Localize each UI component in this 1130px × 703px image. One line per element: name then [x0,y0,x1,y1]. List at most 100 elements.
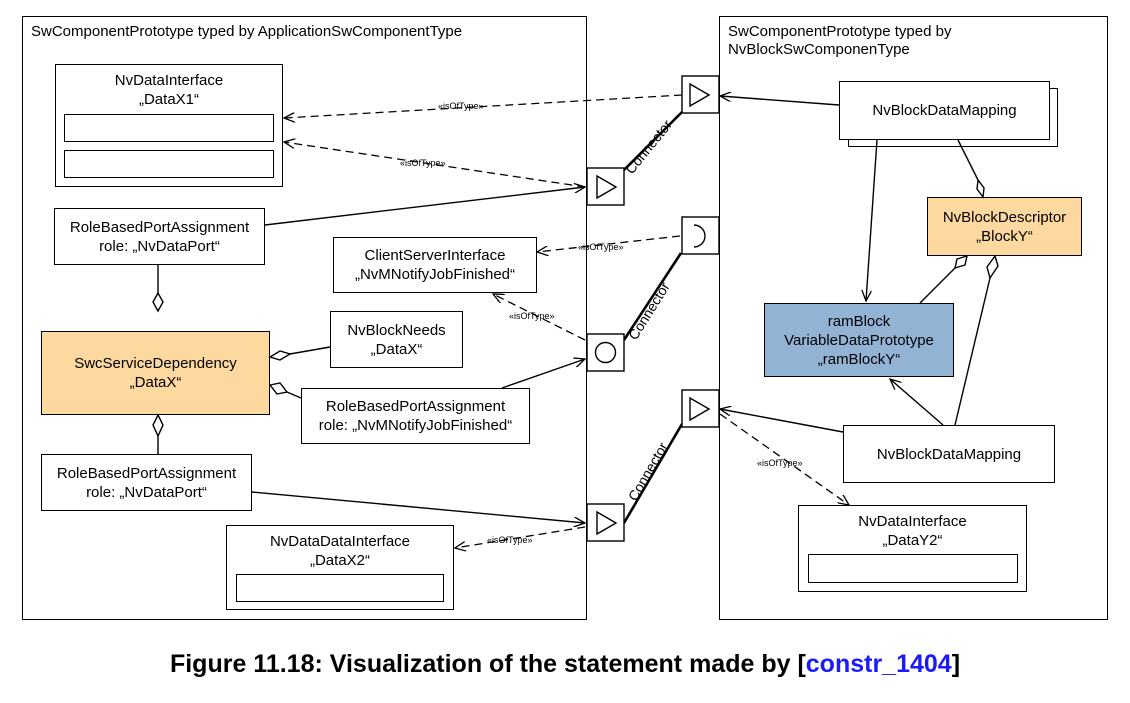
aggregation-ramblock [919,267,956,304]
attribute-compartment [808,554,1018,583]
ramblock-variable-data-prototype[interactable]: ramBlock VariableDataPrototype „ramBlock… [764,303,954,377]
assoc-mapping-bot-to-port [720,409,844,433]
node-title: NvBlockDataMapping [872,102,1017,119]
diamond-needs [268,350,292,361]
port-right-2 [681,216,720,255]
attribute-compartment [64,114,274,142]
client-server-interface[interactable]: ClientServerInterface „NvMNotifyJobFinis… [333,237,537,293]
assoc-mapping-top-to-port [720,96,840,106]
node-subtitle: role: „NvMNotifyJobFinished“ [318,417,513,434]
nvdata-data-interface-datax2[interactable]: NvDataDataInterface „DataX2“ [226,525,454,610]
node-subtitle: „NvMNotifyJobFinished“ [354,266,516,283]
attribute-compartment [236,574,444,602]
nvblock-descriptor[interactable]: NvBlockDescriptor „BlockY“ [927,197,1082,256]
diamond-rbpa-top [152,291,164,313]
nvdata-interface-datax1[interactable]: NvDataInterface „DataX1“ [55,64,283,187]
role-based-port-assignment-top[interactable]: RoleBasedPortAssignment role: „NvDataPor… [54,208,265,265]
connector-lines [622,111,684,524]
connector-labels: Connector Connector Connector [622,116,675,503]
dep-port-to-datax1 [284,94,683,118]
ports-left [586,167,625,542]
diamond-mapping-bot [986,254,999,280]
label-isoftype: «isOfType» [400,158,446,168]
node-subtitle: „ramBlockY“ [817,350,901,368]
swc-service-dependency[interactable]: SwcServiceDependency „DataX“ [41,331,270,415]
diamond-mapping-top [976,178,985,199]
dep-port-to-datax1-b [284,142,586,188]
nvblock-needs[interactable]: NvBlockNeeds „DataX“ [330,311,463,368]
node-subtitle: „DataX“ [370,340,423,358]
label-isoftype: «isOfType» [757,458,803,468]
node-title: ClientServerInterface [364,247,506,264]
attribute-compartment [64,150,274,178]
association-lines [157,96,991,523]
node-title: SwcServiceDependency [74,355,237,372]
assoc-rbpa-top-to-port [264,187,585,226]
right-frame-title-line1: SwComponentPrototype typed by [728,23,952,40]
label-connector: Connector [622,116,675,177]
port-left-1-triangle [596,174,618,200]
dep-port-to-csi [537,235,681,252]
dependency-lines [284,94,849,548]
dep-port-to-datax2 [455,526,586,548]
label-isoftype: «isOfType» [509,311,555,321]
node-title: RoleBasedPortAssignment [325,398,506,415]
diamond-rbpa-mid [268,382,289,395]
node-title: RoleBasedPortAssignment [69,218,250,236]
nvblock-data-mapping-bottom[interactable]: NvBlockDataMapping [843,425,1055,483]
caption-suffix: ] [951,650,961,678]
aggregation-rbpa-mid [286,391,302,399]
port-right-2-socket [693,224,706,248]
aggregation-mapping-bot [954,277,991,426]
right-frame-title: SwComponentPrototype typed by NvBlockSwC… [728,23,951,59]
role-based-port-assignment-bottom[interactable]: RoleBasedPortAssignment role: „NvDataPor… [41,454,252,511]
node-title: RoleBasedPortAssignment [56,464,237,482]
nvdata-interface-datay2[interactable]: NvDataInterface „DataY2“ [798,505,1027,592]
node-subtitle: „DataX“ [129,374,182,391]
label-isoftype: «isOfType» [487,535,533,545]
label-isoftype: «isOfType» [578,242,624,252]
nvblock-data-mapping-top[interactable]: NvBlockDataMapping [839,81,1050,140]
figure-caption: Figure 11.18: Visualization of the state… [0,650,1130,679]
assoc-rbpa-mid-to-port [501,359,585,389]
node-type: VariableDataPrototype [784,331,934,349]
node-title: NvDataInterface [858,513,967,530]
aggregation-diamonds [152,178,999,438]
node-subtitle: „DataX1“ [138,91,200,108]
dependency-labels: «isOfType» «isOfType» «isOfType» «isOfTy… [400,101,803,545]
label-connector: Connector [625,279,673,343]
node-title: NvBlockNeeds [347,321,446,339]
node-title: ramBlock [827,312,891,330]
node-subtitle: role: „NvDataPort“ [99,237,220,255]
aggregation-mapping-top [957,139,979,181]
port-right-1-triangle [689,82,711,108]
dep-port-to-csi-b [493,294,586,341]
assoc-mapping-top-to-ramblock [866,139,878,301]
left-frame-title: SwComponentPrototype typed by Applicatio… [31,23,463,40]
diamond-ramblock [954,254,968,270]
connector-line-3 [622,423,684,524]
node-title: NvBlockDescriptor [942,208,1067,226]
node-subtitle: „BlockY“ [976,227,1033,245]
label-connector: Connector [625,439,671,503]
connector-line-2 [622,252,683,341]
diamond-rbpa-bottom [152,413,164,438]
assoc-rbpa-bot-to-port [251,491,585,523]
ports-right [681,75,720,428]
label-isoftype: «isOfType» [438,101,484,111]
port-right-3-triangle [689,396,711,422]
caption-reference-link[interactable]: constr_1404 [805,650,952,678]
assoc-mapping-bot-to-ramblock [890,379,944,426]
dep-port-to-datay2 [719,413,849,505]
port-left-3-triangle [596,510,618,536]
node-title: NvDataInterface [114,72,224,89]
node-title: NvBlockDataMapping [876,445,1022,463]
node-subtitle: role: „NvDataPort“ [86,483,207,501]
caption-prefix: Figure 11.18: Visualization of the state… [169,650,806,678]
right-frame-title-line2: NvBlockSwComponenType [728,41,910,58]
role-based-port-assignment-mid[interactable]: RoleBasedPortAssignment role: „NvMNotify… [301,388,530,444]
node-title: NvDataDataInterface [269,533,411,550]
port-left-2-circle [594,341,617,364]
aggregation-needs [289,346,331,355]
